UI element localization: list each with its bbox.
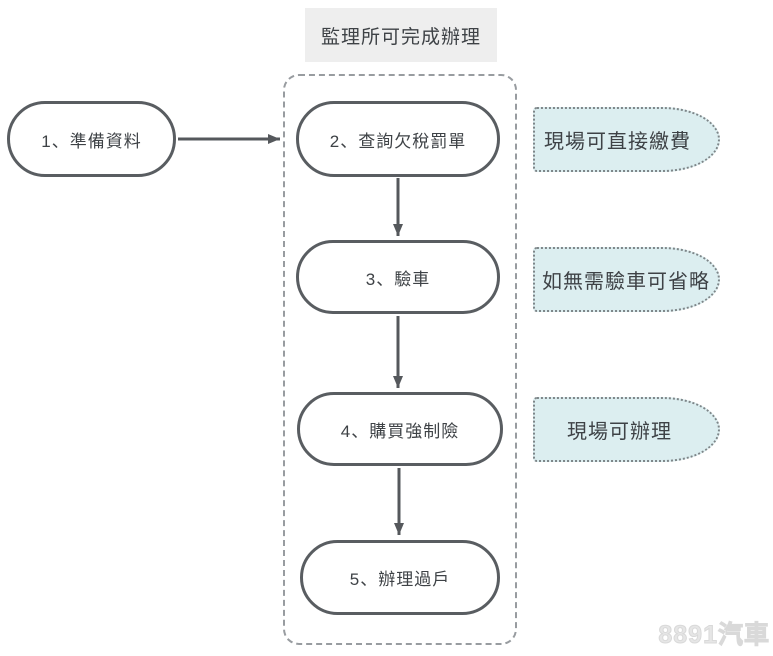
callout-handle-onsite: 現場可辦理 xyxy=(533,397,720,462)
container-title-label: 監理所可完成辦理 xyxy=(305,8,497,62)
dmv-process-container xyxy=(283,74,517,645)
callout-skip-inspection: 如無需驗車可省略 xyxy=(533,247,720,312)
callout-pay-onsite: 現場可直接繳費 xyxy=(533,107,720,172)
flow-node-prepare-documents: 1、準備資料 xyxy=(7,101,176,177)
flow-node-vehicle-inspection: 3、驗車 xyxy=(296,240,500,314)
flow-node-buy-compulsory-insurance: 4、購買強制險 xyxy=(297,392,503,466)
flow-node-transfer-ownership: 5、辦理過戶 xyxy=(300,540,500,615)
flow-node-check-unpaid-tax-fines: 2、查詢欠稅罰單 xyxy=(296,101,500,177)
watermark-8891-auto: 8891汽車 xyxy=(658,621,770,650)
